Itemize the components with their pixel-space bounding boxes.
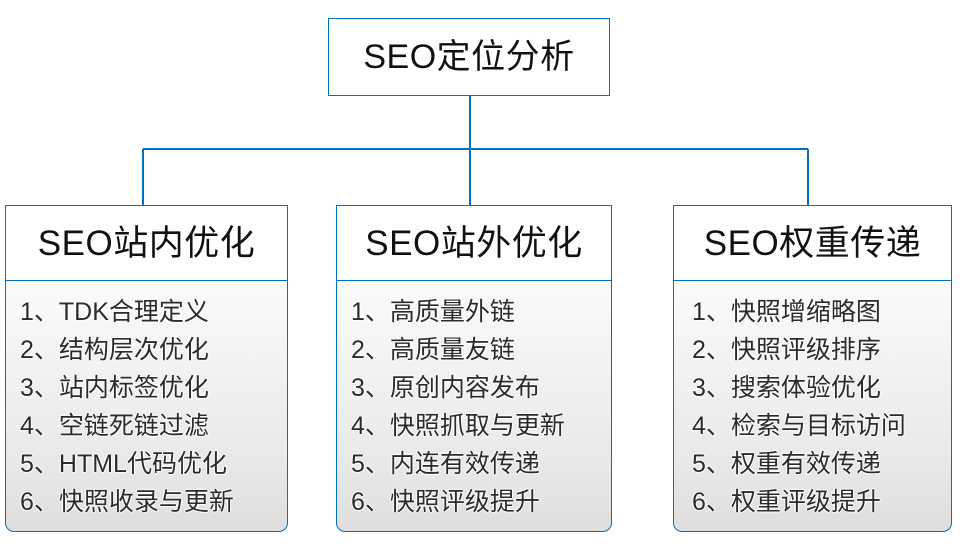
- branch-list-2: 1、高质量外链 2、高质量友链 3、原创内容发布 4、快照抓取与更新 5、内连有…: [336, 281, 612, 532]
- branch-header-1[interactable]: SEO站内优化: [5, 205, 288, 281]
- branch-list-3: 1、快照增缩略图 2、快照评级排序 3、搜索体验优化 4、检索与目标访问 5、权…: [673, 281, 952, 532]
- list-item: 6、快照评级提升: [351, 488, 540, 516]
- branch-header-title-1: SEO站内优化: [37, 223, 256, 263]
- list-item: 1、TDK合理定义: [20, 298, 209, 326]
- list-item: 3、搜索体验优化: [692, 374, 881, 402]
- branch-header-title-3: SEO权重传递: [703, 223, 922, 263]
- list-item: 4、检索与目标访问: [692, 412, 906, 440]
- list-item: 5、权重有效传递: [692, 450, 881, 478]
- branch-list-1: 1、TDK合理定义 2、结构层次优化 3、站内标签优化 4、空链死链过滤 5、H…: [5, 281, 288, 532]
- list-item: 4、快照抓取与更新: [351, 412, 565, 440]
- list-item: 4、空链死链过滤: [20, 412, 209, 440]
- branch-column-3: SEO权重传递 1、快照增缩略图 2、快照评级排序 3、搜索体验优化 4、检索与…: [673, 205, 952, 532]
- list-item: 3、原创内容发布: [351, 374, 540, 402]
- list-item: 5、内连有效传递: [351, 450, 540, 478]
- list-item: 2、高质量友链: [351, 336, 515, 364]
- root-node-title: SEO定位分析: [363, 38, 575, 76]
- branch-column-2: SEO站外优化 1、高质量外链 2、高质量友链 3、原创内容发布 4、快照抓取与…: [336, 205, 612, 532]
- list-item: 3、站内标签优化: [20, 374, 209, 402]
- list-item: 1、高质量外链: [351, 298, 515, 326]
- branch-header-2[interactable]: SEO站外优化: [336, 205, 612, 281]
- branch-column-1: SEO站内优化 1、TDK合理定义 2、结构层次优化 3、站内标签优化 4、空链…: [5, 205, 288, 532]
- list-item: 6、权重评级提升: [692, 488, 881, 516]
- list-item: 2、快照评级排序: [692, 336, 881, 364]
- branch-header-3[interactable]: SEO权重传递: [673, 205, 952, 281]
- list-item: 5、HTML代码优化: [20, 450, 227, 478]
- list-item: 6、快照收录与更新: [20, 488, 234, 516]
- root-node[interactable]: SEO定位分析: [328, 18, 610, 96]
- list-item: 1、快照增缩略图: [692, 298, 881, 326]
- branch-header-title-2: SEO站外优化: [365, 223, 583, 263]
- list-item: 2、结构层次优化: [20, 336, 209, 364]
